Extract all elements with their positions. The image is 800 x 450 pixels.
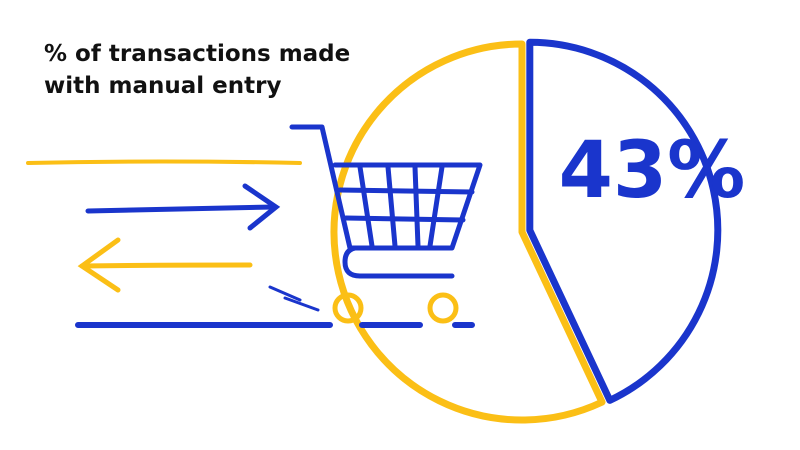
title-line-2: with manual entry <box>44 73 282 99</box>
arrow-left-icon <box>77 237 253 293</box>
chart-title: % of transactions made with manual entry <box>44 38 350 102</box>
pie-slice-other <box>330 40 606 424</box>
title-line-1: % of transactions made <box>44 41 351 67</box>
pie-slice-manual-entry <box>526 38 722 404</box>
arrow-right-icon <box>85 183 281 231</box>
slice-label-manual: 43% <box>559 126 746 216</box>
shopping-cart-icon <box>289 124 483 324</box>
speed-lines-icon <box>26 159 475 328</box>
